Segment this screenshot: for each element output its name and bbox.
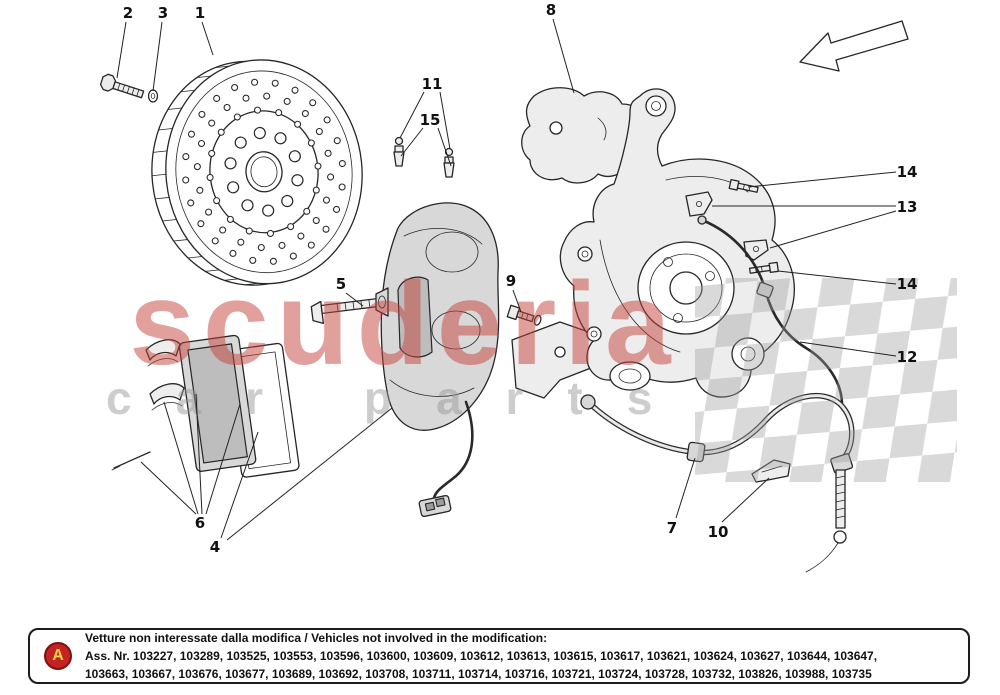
leader-line xyxy=(799,341,897,357)
callout-10: 10 xyxy=(708,523,729,541)
leader-line xyxy=(195,393,203,515)
watermark: scuderia car parts xyxy=(106,258,957,482)
leader-line xyxy=(201,21,214,56)
leader-line xyxy=(116,21,127,79)
wear-sensor-wire xyxy=(418,400,474,518)
note-numbers-line1: Ass. Nr. 103227, 103289, 103525, 103553,… xyxy=(85,649,878,663)
modification-note-box: A Vetture non interessate dalla modifica… xyxy=(28,628,970,684)
checkered-flag xyxy=(695,278,957,482)
callout-2: 2 xyxy=(123,4,133,22)
callout-7: 7 xyxy=(667,519,677,537)
leader-line xyxy=(345,292,364,307)
leader-line xyxy=(747,171,897,188)
leader-line xyxy=(399,91,425,139)
bleed-nipple-right xyxy=(443,147,455,178)
callout-15: 15 xyxy=(420,111,441,129)
callout-14: 14 xyxy=(897,163,918,181)
leader-line xyxy=(226,407,393,541)
brake-pads xyxy=(178,334,300,478)
watermark-subtitle: car parts xyxy=(106,372,696,424)
bolt-14-upper xyxy=(728,178,759,193)
callout-1: 1 xyxy=(195,4,205,22)
leader-line xyxy=(675,457,696,519)
callout-13: 13 xyxy=(897,198,918,216)
callout-3: 3 xyxy=(158,4,168,22)
leader-line xyxy=(512,289,522,313)
small-bolt-9 xyxy=(506,304,542,326)
hose-bracket-13a xyxy=(685,191,713,217)
callout-9: 9 xyxy=(506,272,516,290)
caliper-guide-bolt xyxy=(310,296,391,324)
callout-6: 6 xyxy=(195,514,205,532)
leader-line xyxy=(220,431,259,539)
note-numbers-line2: 103663, 103667, 103676, 103677, 103689, … xyxy=(85,667,872,681)
callout-8: 8 xyxy=(546,1,556,19)
direction-arrow xyxy=(799,20,909,72)
note-badge-a: A xyxy=(44,642,72,670)
leader-line xyxy=(163,401,199,515)
exploded-diagram: scuderia car parts 2 3 1 8 11 15 5 9 14 13 14 12 64 7… xyxy=(99,1,957,573)
brake-caliper xyxy=(375,202,500,431)
brake-disc xyxy=(151,59,363,286)
leader-line xyxy=(437,127,452,167)
callout-11: 11 xyxy=(422,75,443,93)
pad-retaining-pin xyxy=(111,451,151,471)
callout-14: 14 xyxy=(897,275,918,293)
callout-12: 12 xyxy=(897,348,918,366)
leader-line xyxy=(140,461,197,515)
leader-line xyxy=(552,18,575,94)
leader-line xyxy=(439,91,451,150)
leader-line xyxy=(152,21,163,92)
leader-line xyxy=(721,477,770,523)
callout-5: 5 xyxy=(336,275,346,293)
lower-bracket-plate xyxy=(511,321,601,399)
note-title: Vetture non interessate dalla modifica /… xyxy=(85,631,548,645)
bleed-nipple-left xyxy=(393,136,405,167)
pad-spring-clips xyxy=(145,339,185,411)
callout-4: 4 xyxy=(210,538,220,556)
leader-line xyxy=(769,210,897,249)
callouts: 2 3 1 8 11 15 5 9 14 13 14 12 64 7 10 xyxy=(116,1,918,556)
leader-line xyxy=(400,127,424,157)
note-text: Vetture non interessate dalla modifica /… xyxy=(85,629,877,683)
washer xyxy=(147,89,159,103)
disc-bolt xyxy=(99,73,145,99)
watermark-brand: scuderia xyxy=(129,258,678,390)
leader-line xyxy=(205,403,241,515)
leader-line xyxy=(777,270,897,285)
